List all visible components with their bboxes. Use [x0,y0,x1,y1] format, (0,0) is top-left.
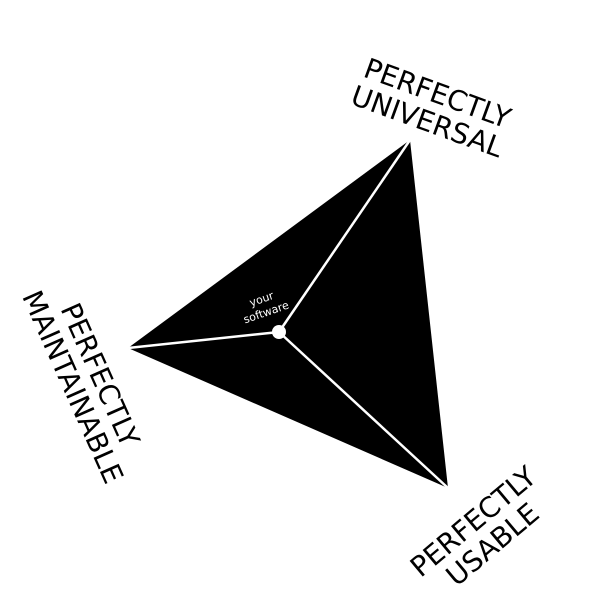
corner-label-maintainable: PERFECTLY MAINTAINABLE [15,286,146,489]
corner-label-usable: PERFECTLY USABLE [404,459,546,593]
corner-label-universal: PERFECTLY UNIVERSAL [347,52,516,165]
software-position-dot [272,325,286,339]
triangle [128,140,448,488]
line-to-universal [277,139,412,333]
line-to-usable [278,331,449,489]
line-to-maintainable [127,330,280,350]
